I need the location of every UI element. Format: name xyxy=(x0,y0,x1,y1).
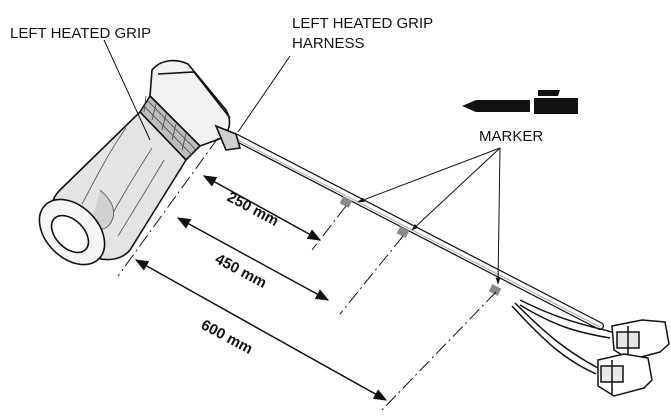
label-harness-line2: HARNESS xyxy=(292,35,365,52)
dimension-arrows xyxy=(134,175,388,401)
label-left-heated-grip: LEFT HEATED GRIP xyxy=(10,25,151,42)
harness-cable xyxy=(231,133,604,330)
connector-lower xyxy=(597,353,653,397)
dimension-450: 450 mm xyxy=(212,251,269,292)
label-marker: MARKER xyxy=(479,128,543,145)
heated-grip xyxy=(38,59,242,266)
connector-upper xyxy=(611,319,670,361)
marker-pen-icon xyxy=(462,90,578,114)
marker-bands xyxy=(339,196,502,296)
dimension-250: 250 mm xyxy=(224,189,281,230)
callout-leaders xyxy=(103,39,501,285)
split-wires xyxy=(511,299,613,375)
label-harness-line1: LEFT HEATED GRIP xyxy=(292,15,433,32)
